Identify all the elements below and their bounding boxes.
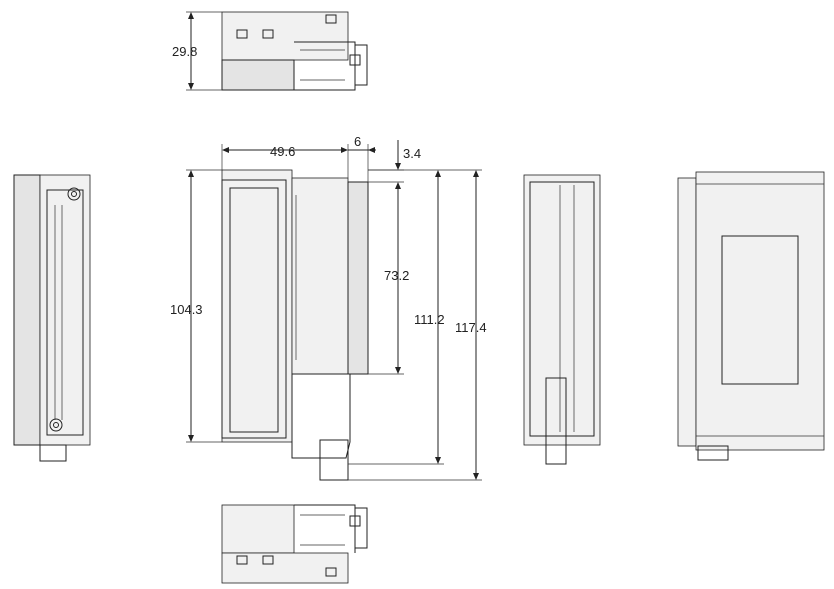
dim-label-total-height: 117.4 bbox=[455, 320, 487, 335]
dim-label-top-height: 29.8 bbox=[172, 44, 197, 59]
top-view bbox=[221, 11, 368, 91]
dim-height-with-lever bbox=[348, 169, 444, 465]
back-view bbox=[677, 171, 825, 461]
right-side-view bbox=[523, 174, 601, 465]
dim-label-offset: 3.4 bbox=[403, 146, 421, 161]
dim-module-height bbox=[186, 169, 222, 443]
dim-inner-height bbox=[368, 184, 404, 375]
dim-top-height bbox=[186, 11, 222, 91]
dim-width bbox=[221, 144, 349, 178]
dim-label-inner-height: 73.2 bbox=[384, 268, 409, 283]
front-view bbox=[221, 169, 369, 481]
bottom-view bbox=[221, 504, 368, 584]
dim-total-height bbox=[348, 169, 482, 481]
dim-label-connector-width: 6 bbox=[354, 134, 361, 149]
dim-label-height-with-lever: 111.2 bbox=[414, 312, 445, 327]
dim-offset bbox=[368, 140, 404, 189]
dim-label-module-height: 104.3 bbox=[170, 302, 203, 317]
left-side-view bbox=[13, 174, 91, 462]
dim-label-width: 49.6 bbox=[270, 144, 295, 159]
dim-connector-width bbox=[348, 144, 376, 182]
